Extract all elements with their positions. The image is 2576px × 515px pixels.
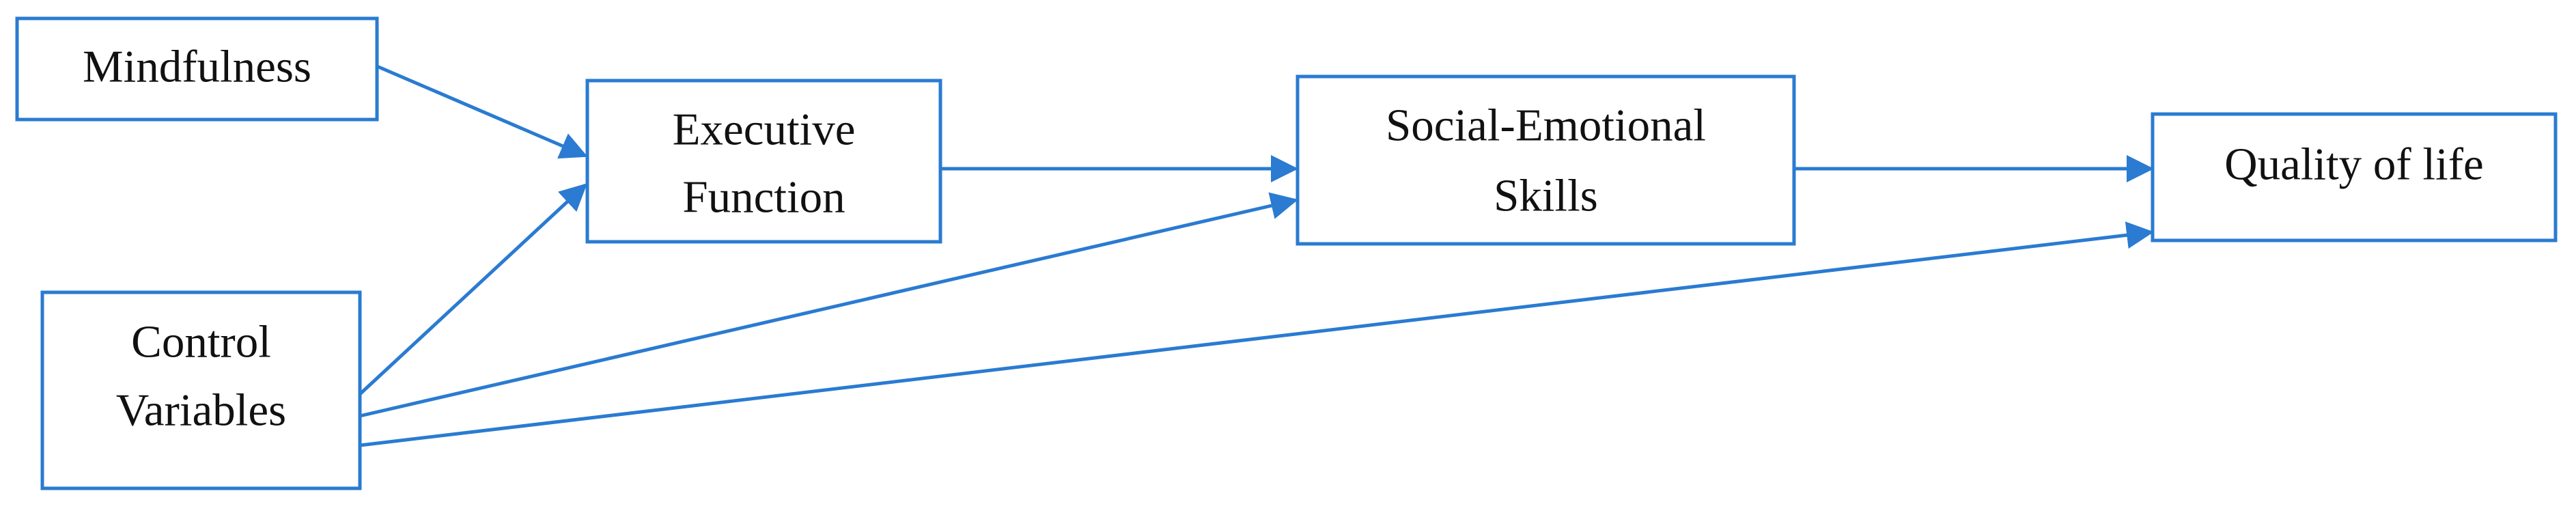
edges-layer [359, 64, 2154, 447]
node-social-emotional-skills-label-line-1: Social-Emotional [1386, 100, 1706, 150]
node-control-variables: Control Variables [40, 290, 362, 490]
node-executive-function-box [585, 79, 942, 244]
node-social-emotional-skills: Social-Emotional Skills [1296, 74, 1796, 246]
node-mindfulness: Mindfulness [15, 16, 379, 122]
node-mindfulness-box [15, 16, 379, 122]
arrow-control-variables-to-social-emotional-skills [359, 192, 1298, 418]
node-control-variables-label-line-2: Variables [116, 385, 286, 435]
node-control-variables-label-line-1: Control [131, 316, 271, 367]
arrow-control-variables-to-quality-of-life [359, 221, 2154, 447]
node-mindfulness-label: Mindfulness [83, 41, 311, 92]
node-executive-function: Executive Function [585, 79, 942, 244]
node-quality-of-life-box [2151, 112, 2558, 242]
node-social-emotional-skills-label-line-2: Skills [1494, 170, 1598, 221]
arrow-mindfulness-to-executive-function [376, 64, 588, 159]
node-executive-function-label-line-2: Function [682, 171, 845, 222]
node-executive-function-label-line-1: Executive [673, 104, 856, 154]
node-quality-of-life-label: Quality of life [2224, 139, 2484, 189]
nodes-layer: Mindfulness Executive Function Social-Em… [15, 16, 2558, 490]
node-social-emotional-skills-box [1296, 74, 1796, 246]
arrow-control-variables-to-executive-function [359, 183, 587, 395]
node-quality-of-life: Quality of life [2151, 112, 2558, 242]
node-control-variables-box [40, 290, 362, 490]
